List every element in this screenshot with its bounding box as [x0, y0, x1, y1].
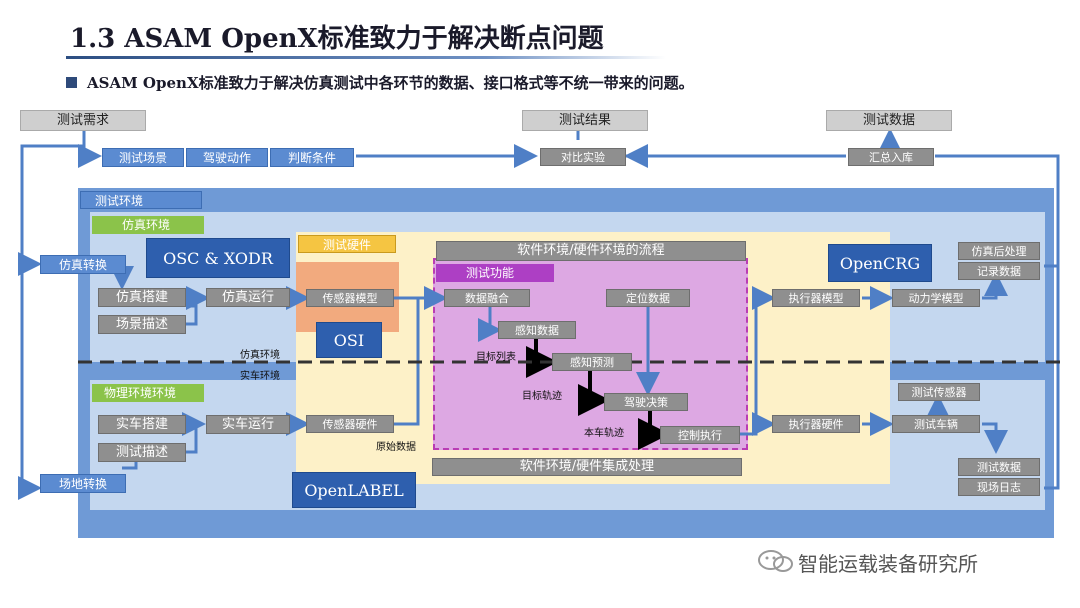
car-run-box: 实车运行 — [206, 415, 290, 434]
sim-convert-box: 仿真转换 — [40, 255, 126, 274]
page-subtitle: ASAM OpenX标准致力于解决仿真测试中各环节的数据、接口格式等不统一带来的… — [66, 72, 694, 93]
car-environment-divider-label: 实车环境 — [240, 371, 280, 382]
simulation-environment-label: 仿真环境 — [92, 216, 204, 234]
physical-environment-label: 物理环境环境 — [92, 384, 204, 402]
ego-track-label: 本车轨迹 — [584, 428, 624, 439]
sw-hw-flow-banner: 软件环境/硬件环境的流程 — [436, 241, 746, 261]
wechat-icon — [758, 550, 793, 572]
brand-name: 智能运载装备研究所 — [798, 552, 978, 576]
sensor-model-box: 传感器模型 — [306, 289, 394, 307]
test-vehicle-box: 测试车辆 — [892, 415, 980, 433]
test-function-label: 测试功能 — [436, 264, 554, 282]
sim-post-processing-box: 仿真后处理 — [958, 242, 1040, 260]
data-fusion-box: 数据融合 — [444, 289, 530, 307]
car-build-box: 实车搭建 — [98, 415, 186, 434]
target-track-label: 目标轨迹 — [522, 391, 562, 402]
actuator-model-box: 执行器模型 — [772, 289, 860, 307]
test-data-box: 测试数据 — [826, 110, 952, 131]
sw-hw-integration-banner: 软件环境/硬件集成处理 — [432, 458, 742, 476]
judge-condition-box: 判断条件 — [270, 148, 354, 167]
summary-storage-box: 汇总入库 — [848, 148, 934, 166]
control-exec-box: 控制执行 — [660, 426, 740, 444]
sim-run-box: 仿真运行 — [206, 288, 290, 307]
test-data-right-box: 测试数据 — [958, 458, 1040, 476]
scene-description-box: 场景描述 — [98, 315, 186, 334]
driving-action-box: 驾驶动作 — [186, 148, 268, 167]
compare-analysis-box: 对比实验 — [540, 148, 626, 166]
perception-predict-box: 感知预测 — [552, 353, 632, 371]
record-data-box: 记录数据 — [958, 262, 1040, 280]
openlabel-standard: OpenLABEL — [292, 472, 416, 508]
test-hardware-label: 测试硬件 — [298, 235, 396, 253]
raw-data-label: 原始数据 — [376, 442, 416, 453]
page-title: 1.3 ASAM OpenX标准致力于解决断点问题 — [70, 24, 604, 54]
dynamics-model-box: 动力学模型 — [892, 289, 980, 307]
test-environment-label: 测试环境 — [80, 191, 202, 209]
test-description-box: 测试描述 — [98, 443, 186, 462]
brand-logo — [756, 548, 796, 574]
opencrg-standard: OpenCRG — [828, 244, 932, 282]
scenario-box: 测试场景 — [102, 148, 184, 167]
bullet-square-icon — [66, 77, 77, 88]
target-list-label: 目标列表 — [476, 352, 516, 363]
sim-build-box: 仿真搭建 — [98, 288, 186, 307]
subtitle-text: ASAM OpenX标准致力于解决仿真测试中各环节的数据、接口格式等不统一带来的… — [87, 74, 694, 92]
title-underline — [66, 56, 666, 59]
field-convert-box: 场地转换 — [40, 474, 126, 493]
test-requirement-box: 测试需求 — [20, 110, 146, 131]
test-result-box: 测试结果 — [522, 110, 648, 131]
osi-standard: OSI — [316, 322, 382, 358]
perception-data-box: 感知数据 — [498, 321, 576, 339]
field-log-box: 现场日志 — [958, 478, 1040, 496]
osc-xodr-standard: OSC & XODR — [146, 238, 290, 278]
sensor-hardware-box: 传感器硬件 — [306, 415, 394, 433]
test-sensor-box: 测试传感器 — [898, 383, 980, 401]
driving-decision-box: 驾驶决策 — [604, 393, 688, 411]
actuator-hardware-box: 执行器硬件 — [772, 415, 860, 433]
positioning-data-box: 定位数据 — [606, 289, 690, 307]
sim-environment-divider-label: 仿真环境 — [240, 350, 280, 361]
